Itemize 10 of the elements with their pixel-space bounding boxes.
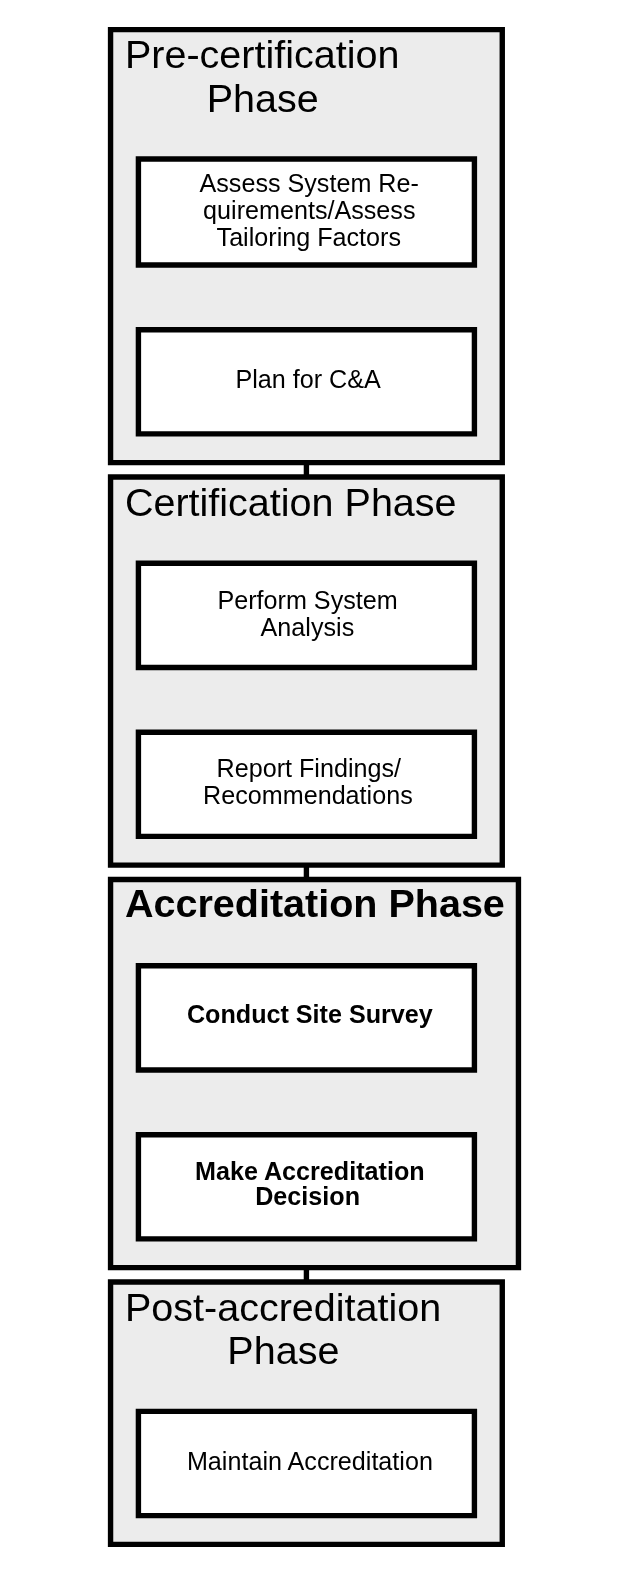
node-box: Maintain Accreditation	[135, 1408, 478, 1519]
connector	[303, 462, 310, 478]
node-box: Conduct Site Survey	[135, 963, 478, 1073]
node-box: Assess System Re- quirements/Assess Tailoring Factors	[135, 156, 478, 268]
node-box: Make Accreditation Decision	[135, 1132, 478, 1242]
node-box: Report Findings/ Recommendations	[135, 729, 478, 840]
node-box: Perform System Analysis	[135, 560, 478, 671]
node-box: Plan for C&A	[135, 327, 478, 437]
connector	[303, 1267, 310, 1282]
connector	[303, 865, 310, 880]
